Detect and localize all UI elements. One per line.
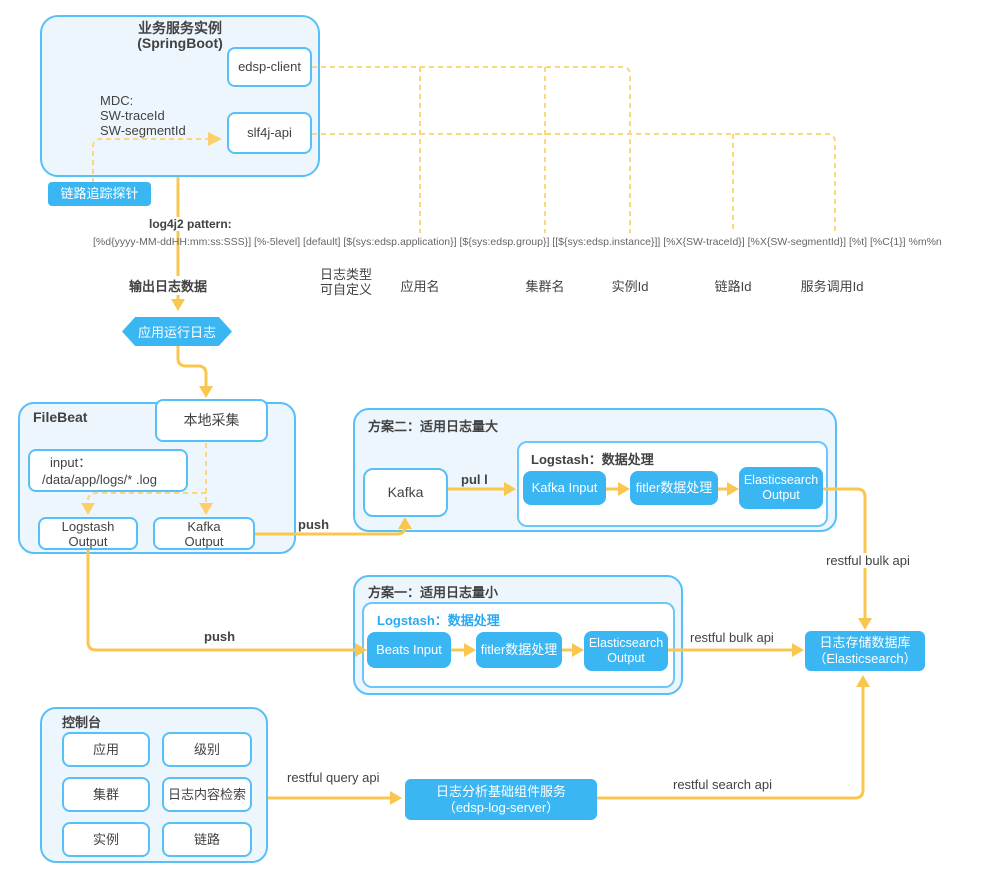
annotation-trace-id: 链路Id [714, 279, 752, 294]
console-item-instance-label: 实例 [92, 831, 119, 847]
console-item-content-search: 日志内容检索 [162, 777, 252, 812]
filebeat-input-line1: input： [50, 454, 92, 470]
mdc-label: MDC: [100, 93, 134, 108]
console-item-trace: 链路 [162, 822, 252, 857]
kafka-label: Kafka [387, 484, 424, 501]
edge-slf4j-annotation [312, 133, 836, 233]
springboot-title: 业务服务实例 [138, 20, 222, 36]
edge-label-push-top: push [298, 517, 330, 532]
slf4j-api-node: slf4j-api [227, 112, 312, 154]
filter2-chip: fitler数据处理 [630, 471, 718, 505]
kafka-input-chip: Kafka Input [523, 471, 606, 505]
edge-hexagon-to-filebeat [176, 346, 208, 387]
console-item-level-label: 级别 [193, 741, 220, 757]
log-server-line1: 日志分析基础组件服务 [435, 783, 566, 799]
kafka-output-line2: Output [184, 533, 224, 549]
logstash-output-line1: Logstash [61, 518, 115, 534]
es-output2-line2: Output [762, 488, 800, 502]
scheme1-title: 方案一：适用日志量小 [368, 585, 499, 600]
filter2-label: fitler数据处理 [635, 479, 713, 495]
edsp-client-node: edsp-client [227, 47, 312, 87]
annotation-app-name: 应用名 [400, 279, 440, 294]
kafka-output-node: Kafka Output [153, 517, 255, 550]
log-server-chip: 日志分析基础组件服务 （edsp-log-server） [405, 779, 597, 820]
es-output2-chip: Elasticsearch Output [739, 467, 823, 509]
mdc-segment-id: SW-segmentId [100, 123, 186, 138]
edge-label-bulk-bottom: restful bulk api [690, 630, 774, 645]
annotation-log-type-2: 可自定义 [319, 282, 372, 297]
mdc-trace-id: SW-traceId [100, 108, 165, 123]
es-output1-line2: Output [607, 651, 645, 665]
pattern-label: log4j2 pattern: [146, 217, 235, 231]
annotation-output-log: 输出日志数据 [126, 276, 211, 295]
app-run-log-label: 应用运行日志 [137, 325, 216, 340]
edge-label-bulk-top: restful bulk api [817, 553, 919, 568]
edge-label-push-bottom: push [204, 629, 236, 644]
filebeat-input-node: input： /data/app/logs/* .log [28, 449, 188, 492]
filter1-label: fitler数据处理 [480, 641, 558, 657]
console-title: 控制台 [62, 715, 102, 730]
trace-probe-chip: 链路追踪探针 [48, 182, 151, 206]
filebeat-input-line2: /data/app/logs/* .log [42, 471, 157, 487]
scheme1-logstash-title: Logstash：数据处理 [377, 613, 500, 628]
log-server-line2: （edsp-log-server） [442, 799, 560, 815]
scheme2-title: 方案二：适用日志量大 [368, 419, 499, 434]
console-item-app: 应用 [62, 732, 150, 767]
es-output1-chip: Elasticsearch Output [584, 631, 668, 671]
edsp-client-label: edsp-client [238, 59, 301, 75]
kafka-node: Kafka [363, 468, 448, 517]
annotation-log-type-1: 日志类型 [319, 267, 372, 282]
es-output2-line1: Elasticsearch [743, 473, 819, 487]
console-item-content-search-label: 日志内容检索 [167, 786, 246, 802]
console-item-cluster: 集群 [62, 777, 150, 812]
annotation-instance-id: 实例Id [611, 279, 649, 294]
edge-label-search-api: restful search api [673, 777, 772, 792]
log-storage-line1: 日志存储数据库 [819, 635, 911, 650]
local-collect-label: 本地采集 [183, 412, 240, 429]
beats-input-chip: Beats Input [367, 632, 451, 668]
slf4j-api-label: slf4j-api [247, 125, 292, 141]
console-item-cluster-label: 集群 [92, 786, 119, 802]
console-item-instance: 实例 [62, 822, 150, 857]
logstash-output-line2: Output [68, 533, 108, 549]
trace-probe-label: 链路追踪探针 [60, 185, 139, 201]
console-item-app-label: 应用 [92, 741, 119, 757]
beats-input-label: Beats Input [376, 641, 442, 657]
kafka-output-line1: Kafka [187, 518, 221, 534]
edge-label-query-api: restful query api [287, 770, 380, 785]
console-item-level: 级别 [162, 732, 252, 767]
log-storage-chip: 日志存储数据库 （Elasticsearch） [805, 631, 925, 671]
es-output1-line1: Elasticsearch [588, 636, 664, 650]
filter1-chip: fitler数据处理 [476, 632, 562, 668]
edge-label-pull: pul l [461, 472, 488, 487]
annotation-service-call-id: 服务调用Id [800, 279, 864, 294]
filebeat-title: FileBeat [33, 409, 88, 425]
log-storage-line2: （Elasticsearch） [813, 651, 917, 666]
app-run-log-hexagon: 应用运行日志 [122, 317, 232, 346]
scheme2-logstash-title: Logstash：数据处理 [531, 452, 654, 467]
springboot-subtitle: (SpringBoot) [137, 35, 223, 51]
local-collect-node: 本地采集 [155, 399, 268, 442]
edge-edspclient-annotation [312, 66, 631, 233]
kafka-input-label: Kafka Input [531, 479, 598, 495]
pattern-text: [%d{yyyy-MM-ddHH:mm:ss:SSS}] [%-5level] … [93, 236, 942, 248]
annotation-cluster-name: 集群名 [525, 279, 565, 294]
logstash-output-node: Logstash Output [38, 517, 138, 550]
console-item-trace-label: 链路 [193, 831, 220, 847]
